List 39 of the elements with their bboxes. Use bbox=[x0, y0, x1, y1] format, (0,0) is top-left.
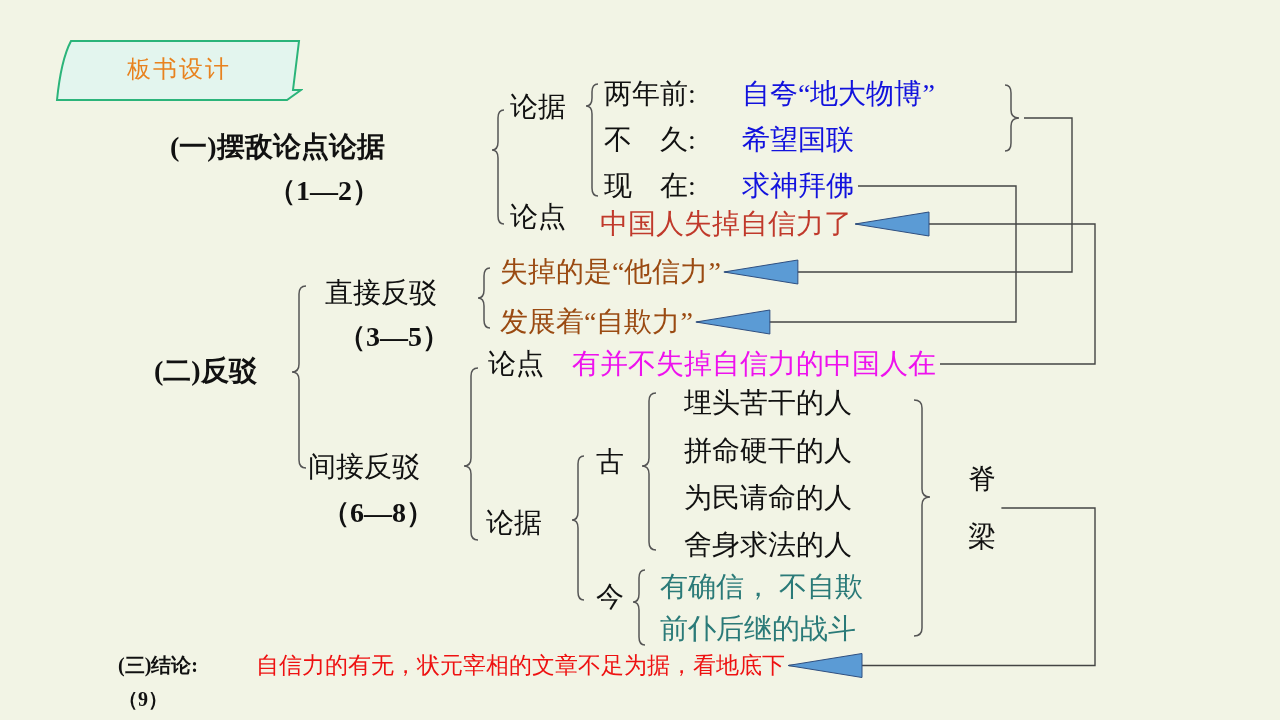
outline-text: 古 bbox=[596, 445, 624, 479]
title-tab: 板书设计 bbox=[55, 40, 303, 102]
outline-text: 失掉的是“他信力” bbox=[500, 255, 721, 289]
arrow bbox=[723, 117, 1073, 285]
arrow bbox=[695, 185, 1017, 335]
outline-text: 今 bbox=[596, 580, 624, 614]
outline-text: （3—5） bbox=[338, 320, 450, 354]
outline-text: 论点 bbox=[488, 347, 544, 381]
outline-text: 求神拜佛 bbox=[742, 169, 854, 203]
outline-text: 埋头苦干的人 bbox=[684, 386, 852, 420]
outline-text: (三)结论: bbox=[118, 653, 198, 678]
outline-text: 论据 bbox=[510, 90, 566, 124]
outline-text: 不 久: bbox=[604, 123, 696, 157]
outline-text: 中国人失掉自信力了 bbox=[600, 207, 852, 241]
outline-text: （9） bbox=[118, 687, 168, 712]
outline-text: 直接反驳 bbox=[325, 276, 437, 310]
outline-text: 两年前: bbox=[604, 77, 696, 111]
brace bbox=[1004, 84, 1020, 152]
arrow bbox=[787, 507, 1096, 678]
outline-text: 有并不失掉自信力的中国人在 bbox=[572, 347, 936, 381]
outline-text: 希望国联 bbox=[742, 123, 854, 157]
outline-text: 前仆后继的战斗 bbox=[660, 612, 856, 646]
outline-text: （1—2） bbox=[268, 174, 380, 208]
arrow bbox=[854, 211, 1096, 365]
outline-text: (二)反驳 bbox=[154, 354, 257, 388]
outline-text: （6—8） bbox=[322, 496, 434, 530]
outline-text: 论据 bbox=[486, 506, 542, 540]
outline-text: 自信力的有无，状元宰相的文章不足为据，看地底下 bbox=[256, 651, 785, 680]
outline-text: 为民请命的人 bbox=[684, 481, 852, 515]
outline-text: (一)摆敌论点论据 bbox=[170, 130, 385, 164]
outline-text: 间接反驳 bbox=[308, 450, 420, 484]
outline-text: 拼命硬干的人 bbox=[684, 434, 852, 468]
outline-text: 舍身求法的人 bbox=[684, 528, 852, 562]
outline-text: 自夸“地大物博” bbox=[742, 77, 935, 111]
outline-text: 论点 bbox=[510, 200, 566, 234]
outline-text: 有确信， 不自欺 bbox=[660, 570, 863, 604]
outline-text: 现 在: bbox=[604, 169, 696, 203]
outline-text: 发展着“自欺力” bbox=[500, 305, 693, 339]
vertical-text: 脊梁 bbox=[968, 450, 998, 566]
